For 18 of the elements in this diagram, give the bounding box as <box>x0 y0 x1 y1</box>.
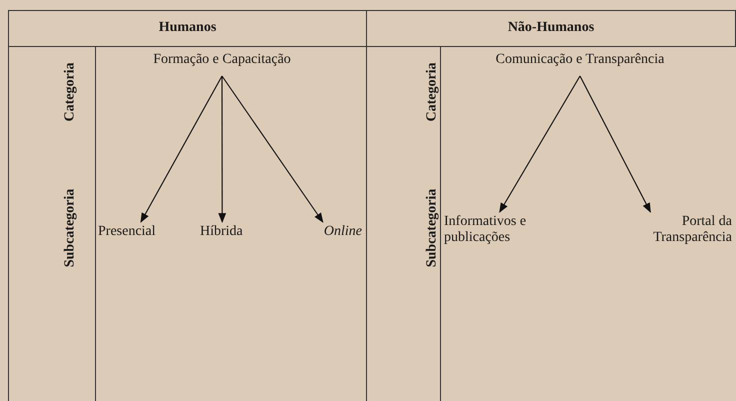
row-label: Categoria <box>424 62 440 122</box>
arrow <box>499 76 580 213</box>
column-header: Não-Humanos <box>367 11 735 46</box>
row-label: Subcategoria <box>62 188 78 268</box>
arrow <box>218 76 226 223</box>
subcategory-text: Presencial <box>98 224 176 240</box>
subcategory-text: Informativos e publicações <box>444 214 540 246</box>
arrow <box>140 76 222 223</box>
subcategory-text: Online <box>306 224 362 240</box>
row-label: Subcategoria <box>424 188 440 268</box>
subcategory-text: Híbrida <box>200 224 260 240</box>
row-label: Categoria <box>62 62 78 122</box>
subcategory-text: Portal da Transparência <box>630 214 732 246</box>
category-text: Comunicação e Transparência <box>480 52 680 68</box>
category-text: Formação e Capacitação <box>132 52 312 68</box>
column-header: Humanos <box>9 11 366 46</box>
arrow <box>222 76 324 223</box>
arrow <box>580 76 651 213</box>
